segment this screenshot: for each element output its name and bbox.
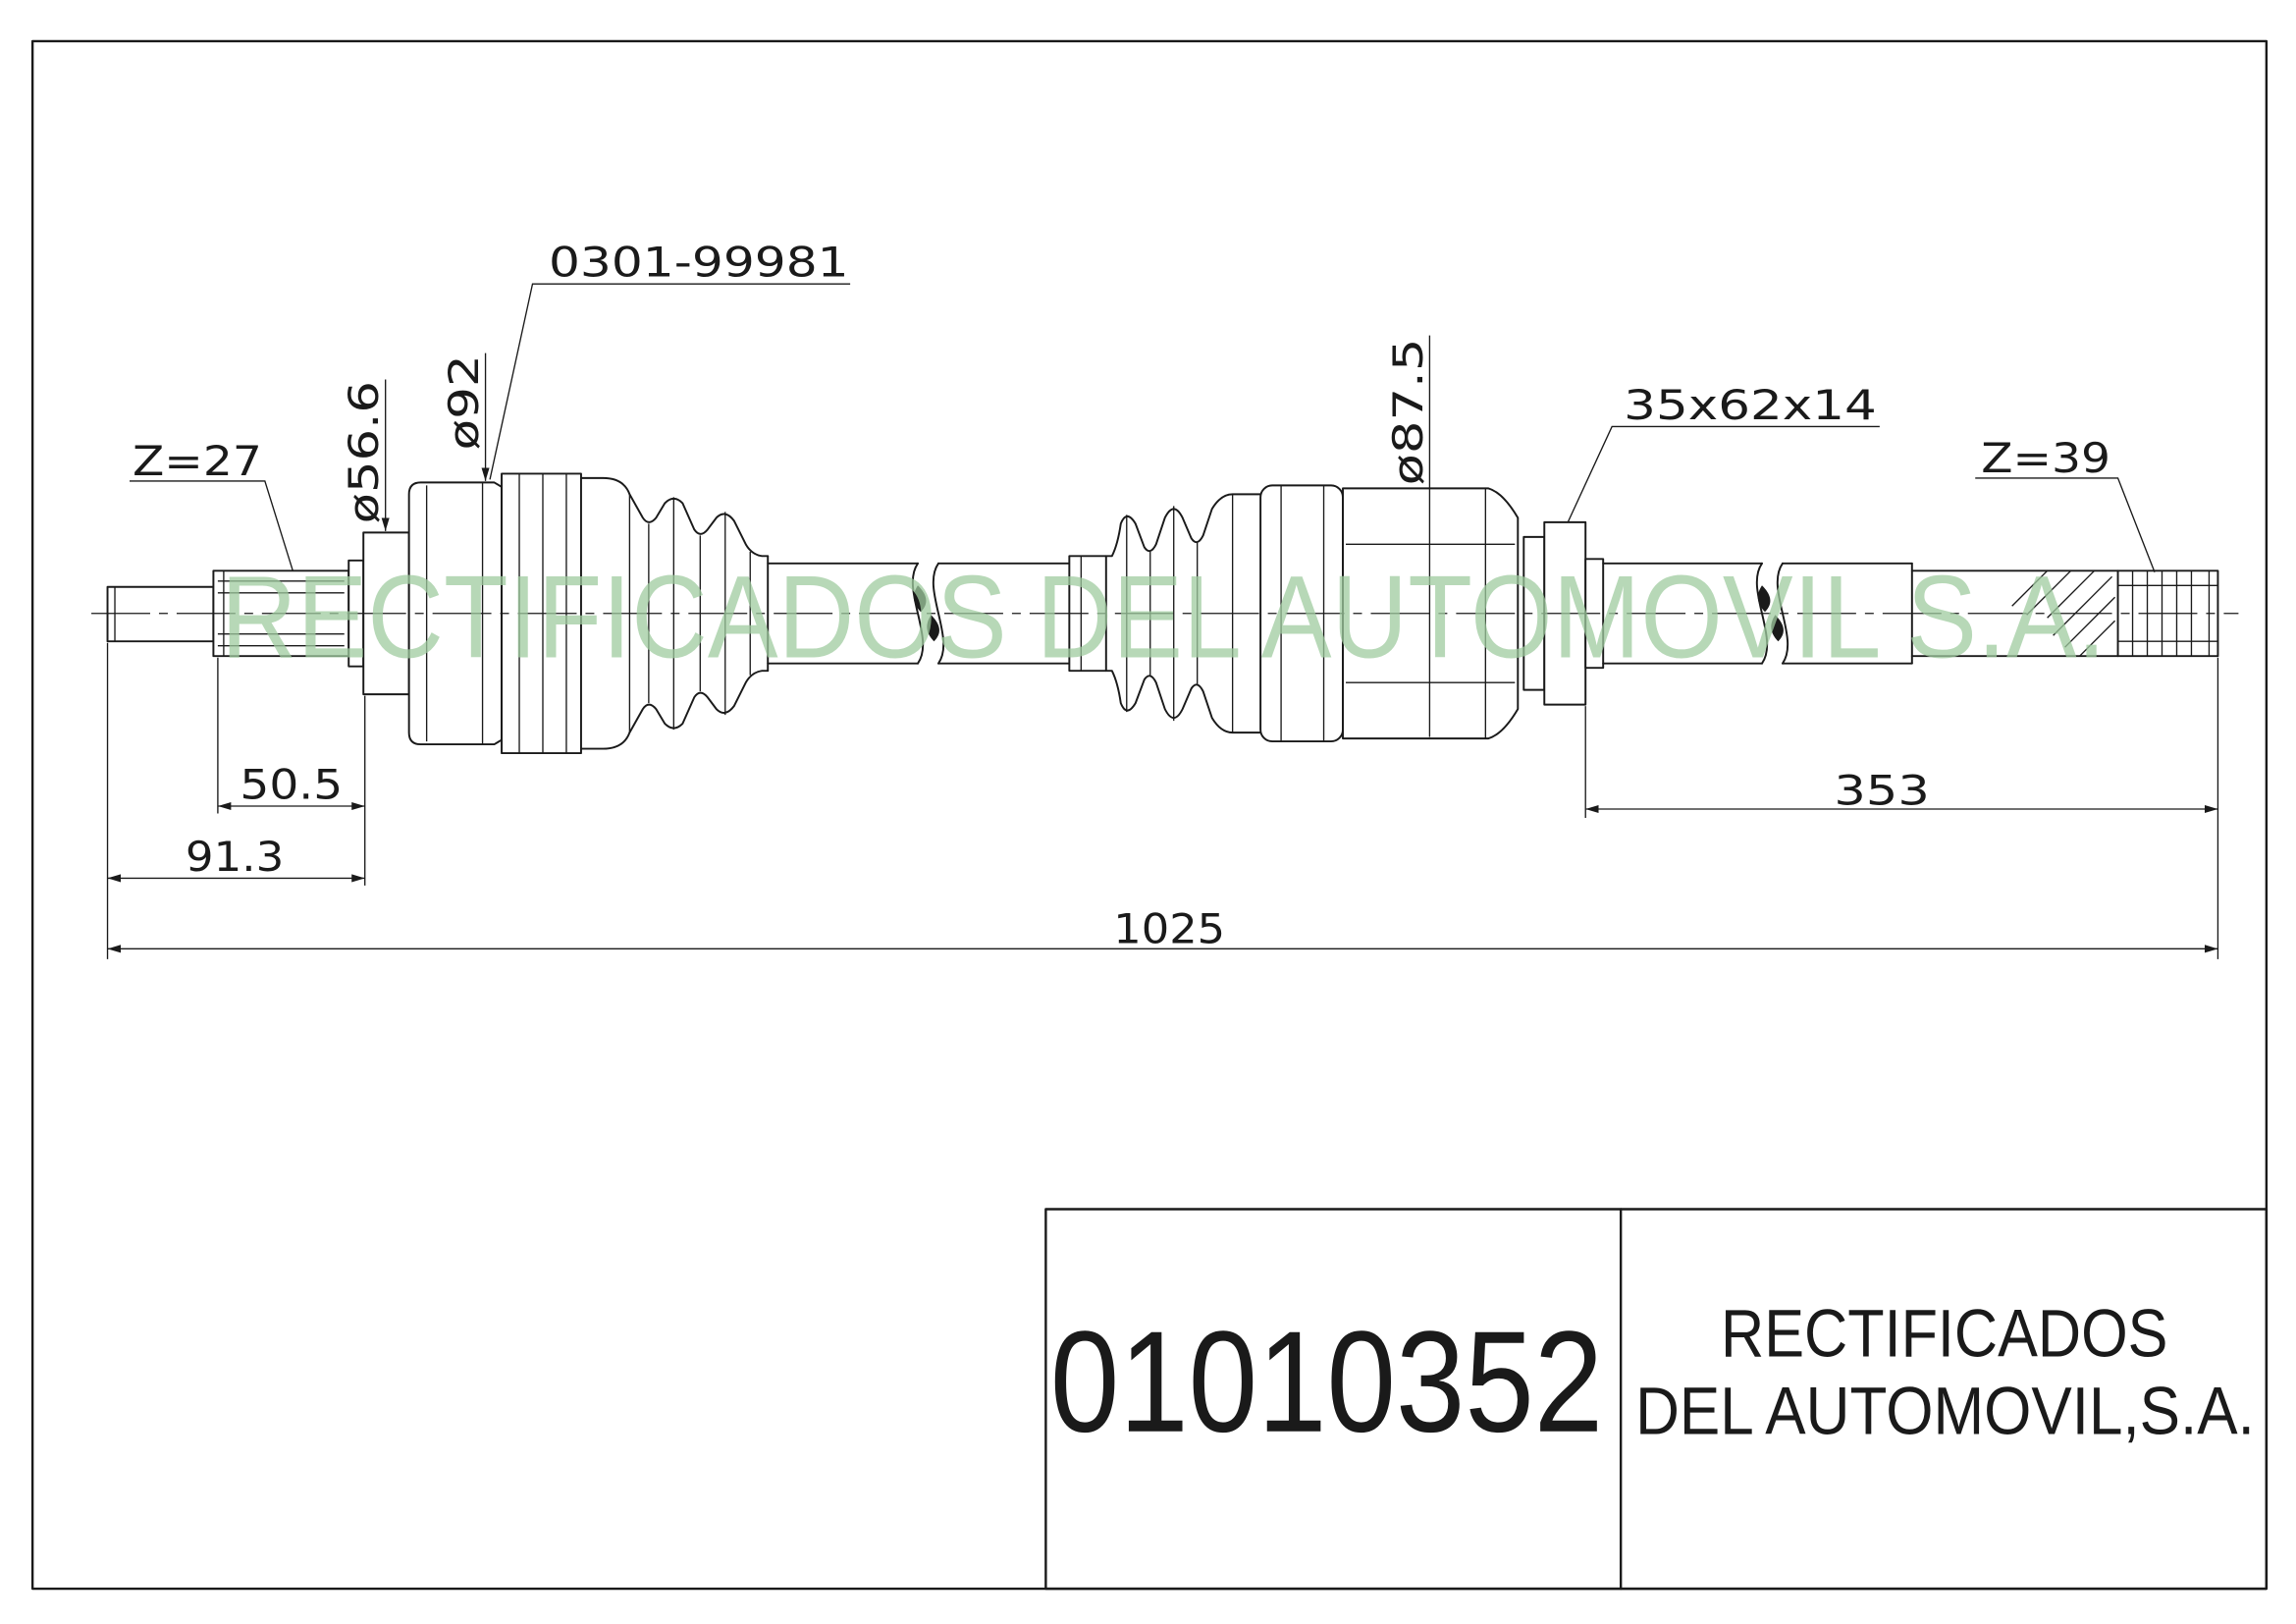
dim-total-length-label: 1025 xyxy=(1113,904,1225,952)
drive-shaft xyxy=(91,472,2239,755)
inner-joint-diameter-label: ø87.5 xyxy=(1384,339,1432,486)
left-stub xyxy=(106,585,215,643)
dimensions: 50.5 91.3 353 1025 xyxy=(106,642,2219,959)
bearing-label: 35x62x14 xyxy=(1624,381,1877,429)
left-diameter-label: ø56.6 xyxy=(340,381,388,523)
title-block-frame xyxy=(1044,1208,2269,1591)
boot-kit-ref-leader xyxy=(489,283,851,480)
shaft-right-segment xyxy=(1602,562,2119,665)
shaft-mid-segment xyxy=(937,562,1071,665)
dim-spline-length-label: 50.5 xyxy=(240,761,343,809)
right-spline-leader xyxy=(1975,477,2156,573)
left-spline-label: Z=27 xyxy=(133,437,262,485)
dim-right-length-label: 353 xyxy=(1834,767,1929,815)
shaft-left-segment xyxy=(767,555,920,673)
right-spline-label: Z=39 xyxy=(1981,434,2110,482)
callouts: Z=27 ø56.6 ø92 0301-99981 ø87.5 35x62x14… xyxy=(130,239,2156,737)
part-number: 01010352 xyxy=(1050,1302,1603,1463)
watermark: RECTIFICADOS DEL AUTOMOVIL S.A. xyxy=(221,553,2107,683)
bearing-leader xyxy=(1567,425,1880,523)
title-block: 01010352 RECTIFICADOS DEL AUTOMOVIL,S.A. xyxy=(1044,1208,2269,1591)
dim-stub-length-label: 91.3 xyxy=(186,833,284,881)
company-name-line1: RECTIFICADOS xyxy=(1721,1295,2167,1371)
company-name-line2: DEL AUTOMOVIL,S.A. xyxy=(1635,1374,2255,1449)
boot-kit-ref-label: 0301-99981 xyxy=(549,239,849,287)
right-spline-hatch xyxy=(2011,569,2116,657)
outer-joint-diameter-label: ø92 xyxy=(440,354,488,450)
left-spline-leader xyxy=(130,480,294,571)
